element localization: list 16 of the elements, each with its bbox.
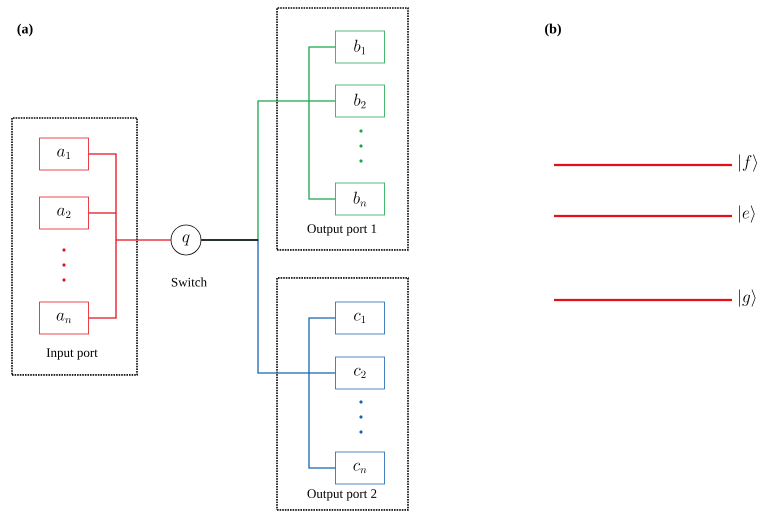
state-label: $|g\rangle$ [739, 289, 756, 307]
switch-label: Switch [172, 277, 207, 287]
element-box: $b_n$ [335, 182, 385, 216]
state-label: $|e\rangle$ [739, 205, 755, 223]
element-box: $c_n$ [335, 452, 385, 484]
element-box: $b_1$ [335, 30, 385, 64]
element-box: $c_2$ [335, 356, 385, 390]
element-box: $a_1$ [39, 138, 89, 170]
panel-label: (a) [17, 24, 33, 36]
connector-line [88, 153, 172, 319]
element-box: $c_1$ [335, 302, 385, 334]
element-box: $b_2$ [335, 84, 385, 118]
element-box: $a_2$ [39, 196, 89, 230]
element-box: $a_n$ [39, 302, 89, 334]
panel-label: (b) [545, 24, 561, 36]
state-label: $|f\rangle$ [739, 154, 757, 172]
